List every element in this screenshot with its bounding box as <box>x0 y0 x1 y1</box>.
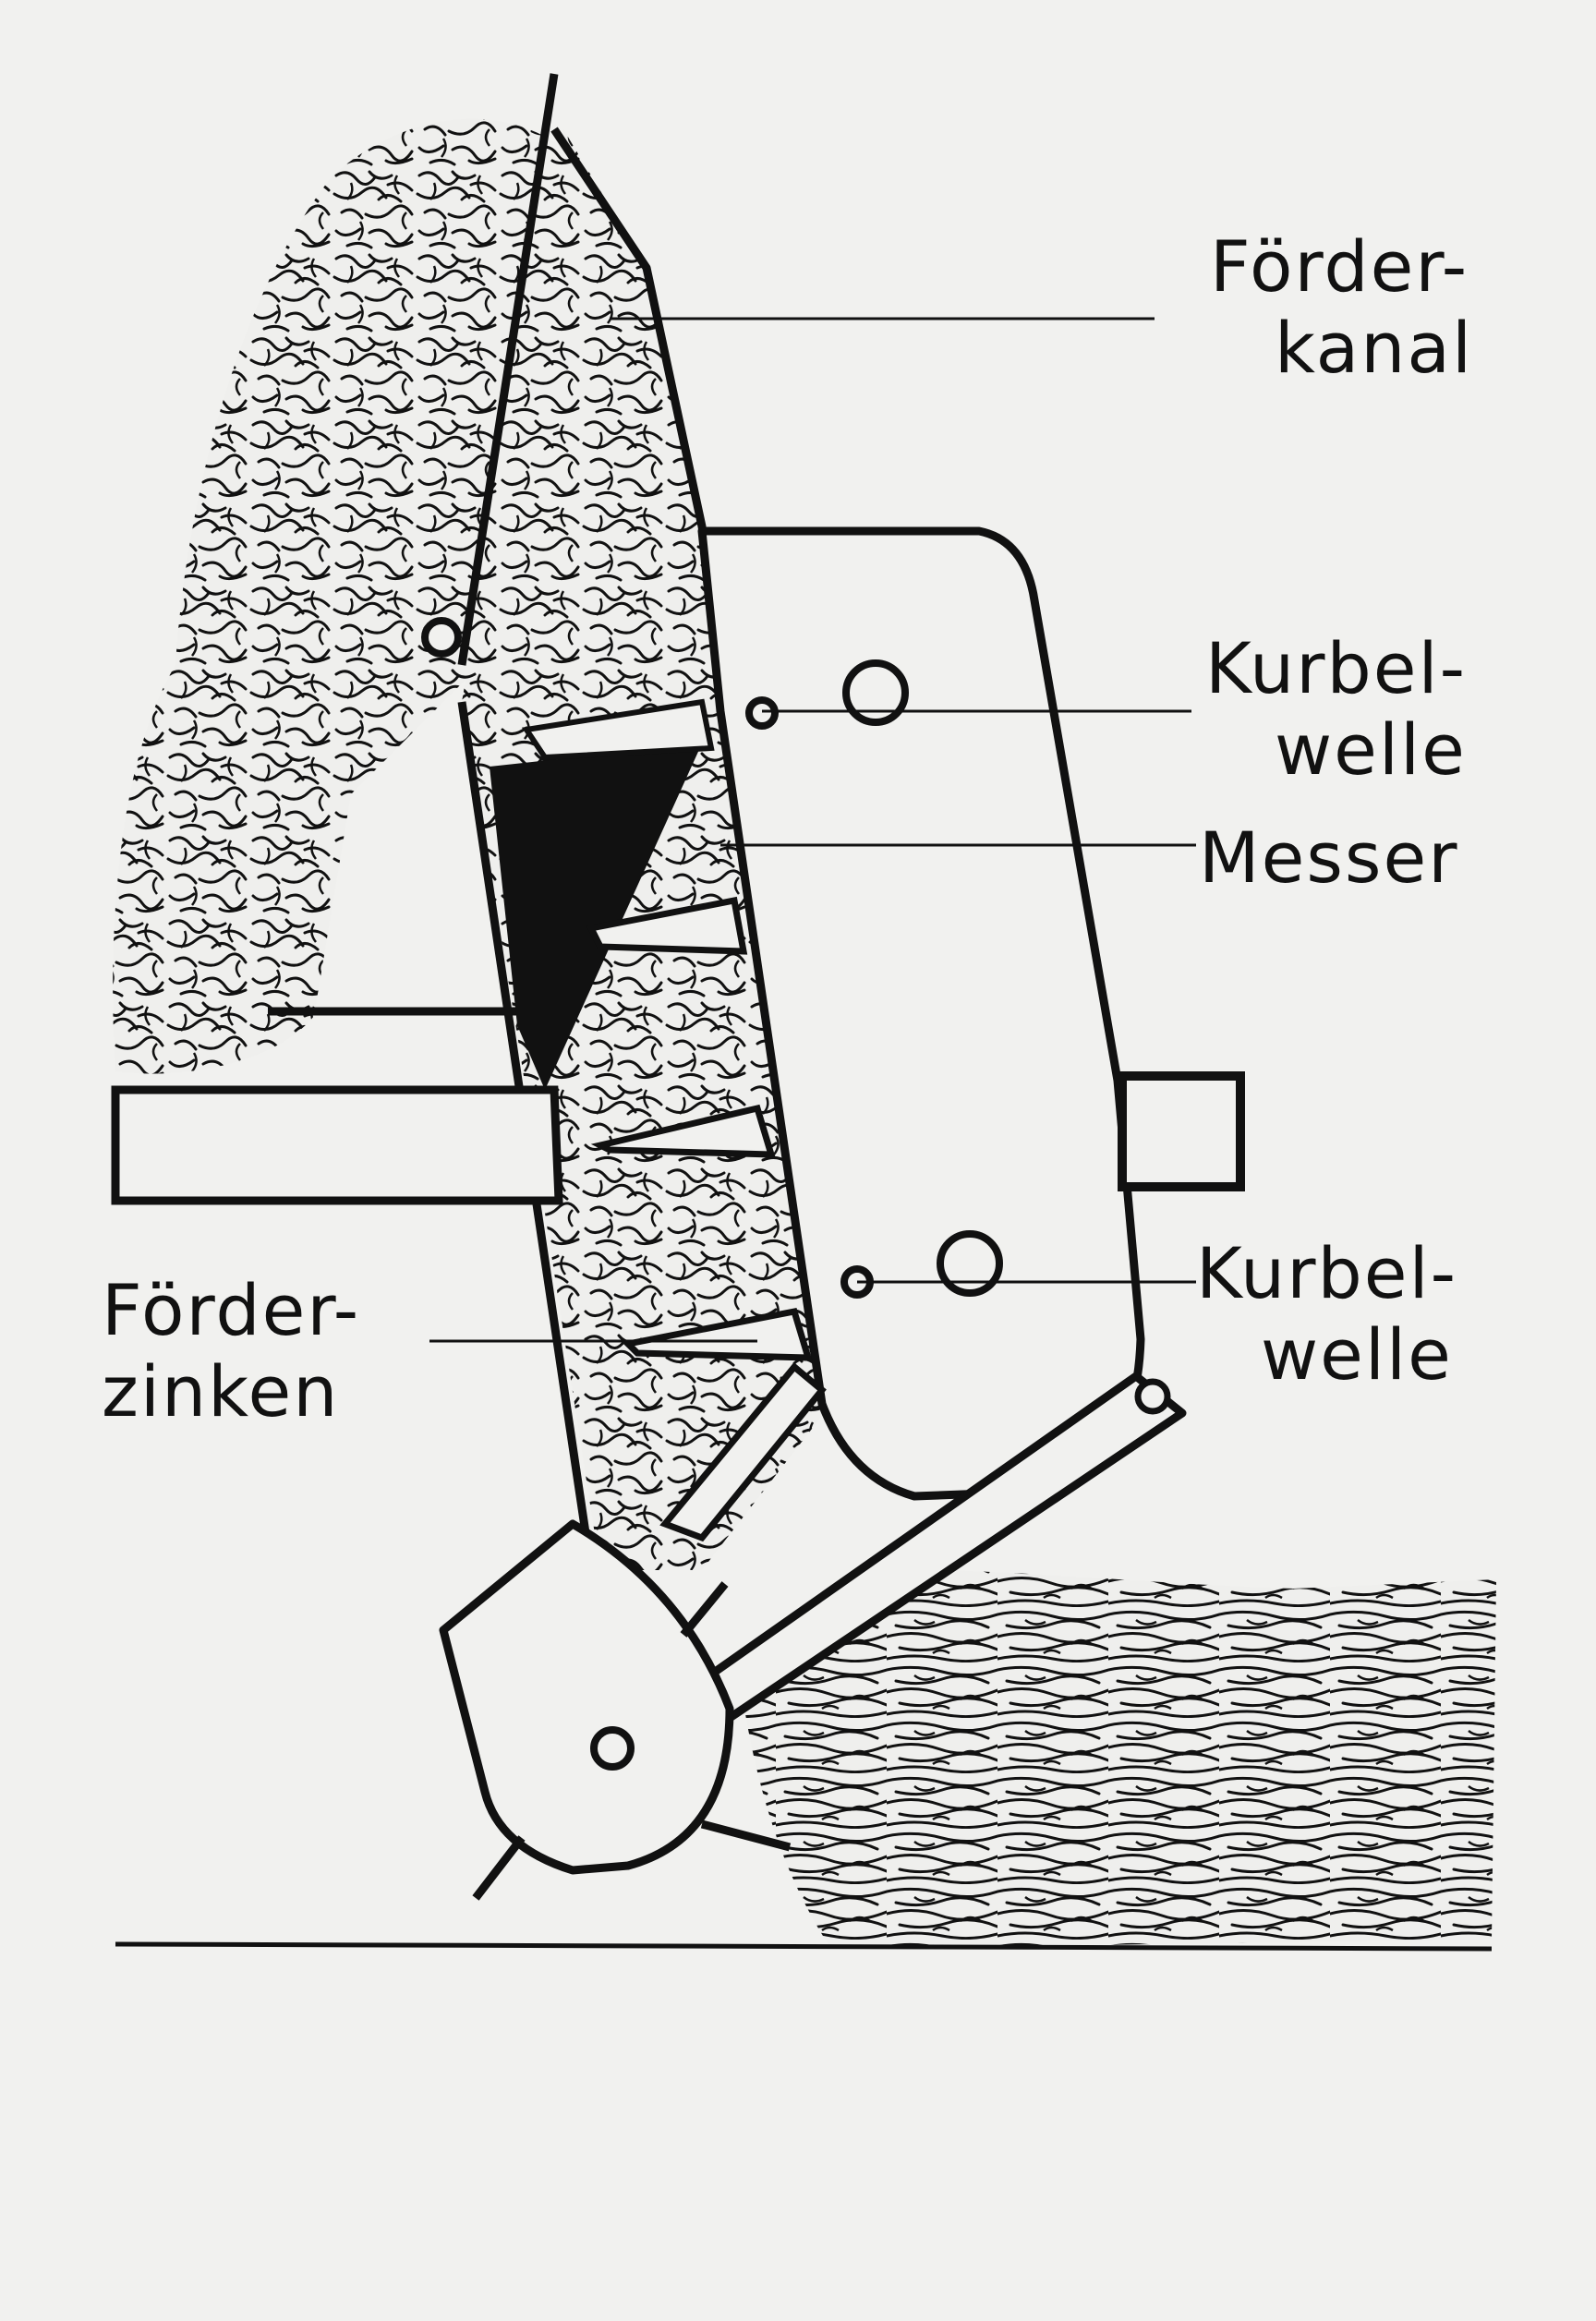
label-foerderkanal-line2: kanal <box>1275 307 1474 389</box>
ground-line <box>115 1941 1493 1952</box>
pickup-drum <box>439 1519 792 1901</box>
label-foerderkanal: Förder- kanal <box>1210 226 1473 389</box>
label-kurbelwelle-bottom: Kurbel- welle <box>1196 1233 1457 1396</box>
knife-back <box>521 698 715 761</box>
connector-block <box>1118 1071 1245 1191</box>
label-foerderzinken: Förder- zinken <box>102 1270 360 1432</box>
label-kurbelwelle-top-line2: welle <box>1275 708 1467 791</box>
feed-tines <box>586 896 813 1361</box>
leader-lines <box>429 317 1196 1343</box>
pivot-top <box>421 617 462 658</box>
label-foerderkanal-line1: Förder- <box>1210 225 1469 308</box>
crank-shaft-top <box>745 659 909 730</box>
knife <box>490 743 702 1090</box>
label-kurbelwelle-bottom-line1: Kurbel- <box>1196 1232 1458 1314</box>
label-kurbelwelle-top-line1: Kurbel- <box>1205 627 1468 709</box>
hay-bale-right <box>739 1570 1496 1949</box>
arm-pivot <box>1134 1378 1171 1415</box>
label-messer-line1: Messer <box>1199 816 1459 899</box>
label-kurbelwelle-top: Kurbel- welle <box>1205 628 1467 791</box>
label-messer: Messer <box>1199 817 1459 899</box>
label-foerderzinken-line1: Förder- <box>102 1269 361 1351</box>
drawbar <box>111 1007 563 1205</box>
label-foerderzinken-line2: zinken <box>102 1350 340 1432</box>
guide-plate <box>659 1362 827 1542</box>
label-kurbelwelle-bottom-line2: welle <box>1261 1313 1453 1396</box>
